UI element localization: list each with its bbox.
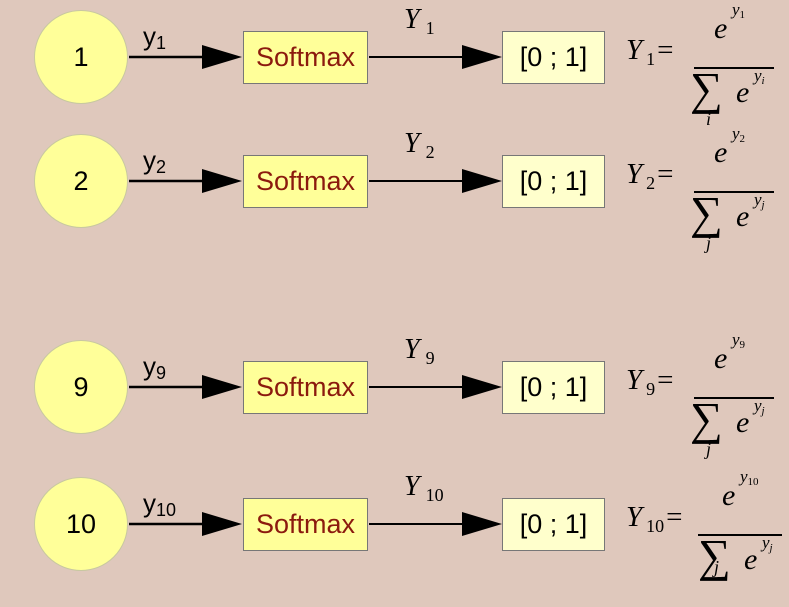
output-arrow bbox=[369, 45, 502, 69]
softmax-box: Softmax bbox=[243, 498, 368, 551]
softmax-box: Softmax bbox=[243, 361, 368, 414]
input-label: y9 bbox=[143, 351, 167, 383]
fraction-line bbox=[694, 191, 774, 193]
neuron-node: 10 bbox=[34, 477, 128, 571]
neuron-node: 9 bbox=[34, 340, 128, 434]
sum-symbol: ∑ bbox=[690, 393, 723, 444]
output-range-box: [0 ; 1] bbox=[502, 361, 605, 414]
fraction-line bbox=[694, 397, 774, 399]
output-arrow bbox=[369, 169, 502, 193]
sum-symbol: ∑ bbox=[698, 530, 731, 581]
neuron-node: 2 bbox=[34, 134, 128, 228]
input-arrow bbox=[129, 45, 242, 69]
input-arrow bbox=[129, 512, 242, 536]
softmax-box: Softmax bbox=[243, 155, 368, 208]
fraction-line bbox=[694, 67, 774, 69]
output-range-box: [0 ; 1] bbox=[502, 155, 605, 208]
input-label: y10 bbox=[143, 488, 177, 520]
sum-index: j bbox=[706, 233, 712, 253]
sum-index: i bbox=[706, 109, 712, 129]
input-label: y2 bbox=[143, 145, 167, 177]
softmax-box: Softmax bbox=[243, 31, 368, 84]
sum-symbol: ∑ bbox=[690, 187, 723, 238]
sum-symbol: ∑ bbox=[690, 63, 723, 114]
neuron-node: 1 bbox=[34, 10, 128, 104]
input-arrow bbox=[129, 375, 242, 399]
sum-index: j bbox=[706, 439, 712, 459]
output-range-box: [0 ; 1] bbox=[502, 31, 605, 84]
sum-index: j bbox=[714, 557, 720, 577]
output-range-box: [0 ; 1] bbox=[502, 498, 605, 551]
output-arrow bbox=[369, 375, 502, 399]
input-arrow bbox=[129, 169, 242, 193]
output-arrow bbox=[369, 512, 502, 536]
input-label: y1 bbox=[143, 21, 167, 53]
fraction-line bbox=[698, 534, 782, 536]
